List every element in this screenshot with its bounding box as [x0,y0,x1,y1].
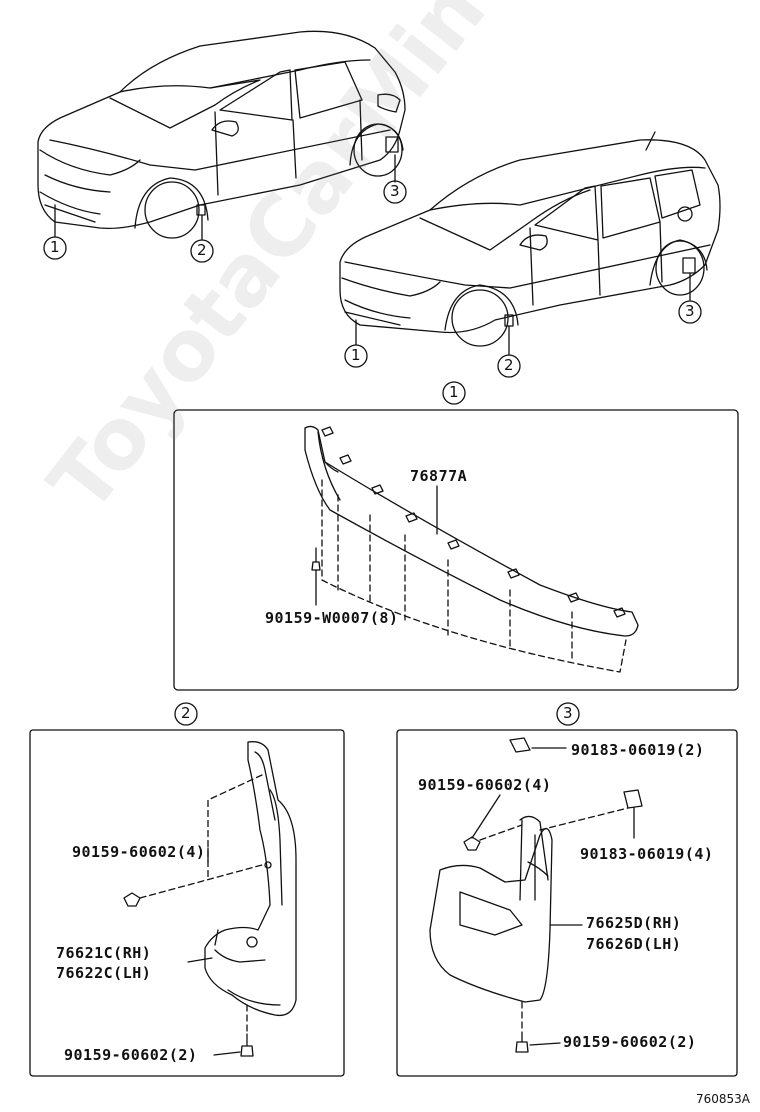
wagon-illustration [339,131,721,355]
rear-nut-top-label[interactable]: 90183-06019(2) [571,741,705,759]
front-screw-top-label[interactable]: 90159-60602(4) [72,843,206,861]
callout-circles [43,180,702,726]
front-mudguard-drawing [123,741,297,1057]
front-spoiler-drawing [304,425,639,673]
rear-nut-mid-label[interactable]: 90183-06019(4) [580,845,714,863]
front-mudguard-lh-label[interactable]: 76622C(LH) [56,964,152,982]
section-2-box [29,729,345,1077]
front-screw-bottom-label[interactable]: 90159-60602(2) [64,1046,198,1064]
callout-2-section: 2 [181,704,191,722]
rear-screw-top-label[interactable]: 90159-60602(4) [418,776,552,794]
spoiler-part-label[interactable]: 76877A [410,467,468,485]
callout-3-wagon: 3 [685,302,695,320]
rear-mudguard-drawing [429,737,643,1053]
callout-2-wagon: 2 [504,356,514,374]
callout-1-section: 1 [449,383,459,401]
callout-1-hatch: 1 [50,238,60,256]
callout-1-wagon: 1 [351,346,361,364]
section-3-box [396,729,738,1077]
callout-3-hatch: 3 [390,182,400,200]
rear-mudguard-lh-label[interactable]: 76626D(LH) [586,935,682,953]
callout-3-section: 3 [563,704,573,722]
front-mudguard-rh-label[interactable]: 76621C(RH) [56,944,152,962]
callout-2-hatch: 2 [197,241,207,259]
rear-screw-bottom-label[interactable]: 90159-60602(2) [563,1033,697,1051]
section-1-box [173,409,739,691]
spoiler-screw-label[interactable]: 90159-W0007(8) [265,609,399,627]
hatchback-illustration [37,30,406,241]
figure-code: 760853A [695,1092,750,1106]
rear-mudguard-rh-label[interactable]: 76625D(RH) [586,914,682,932]
